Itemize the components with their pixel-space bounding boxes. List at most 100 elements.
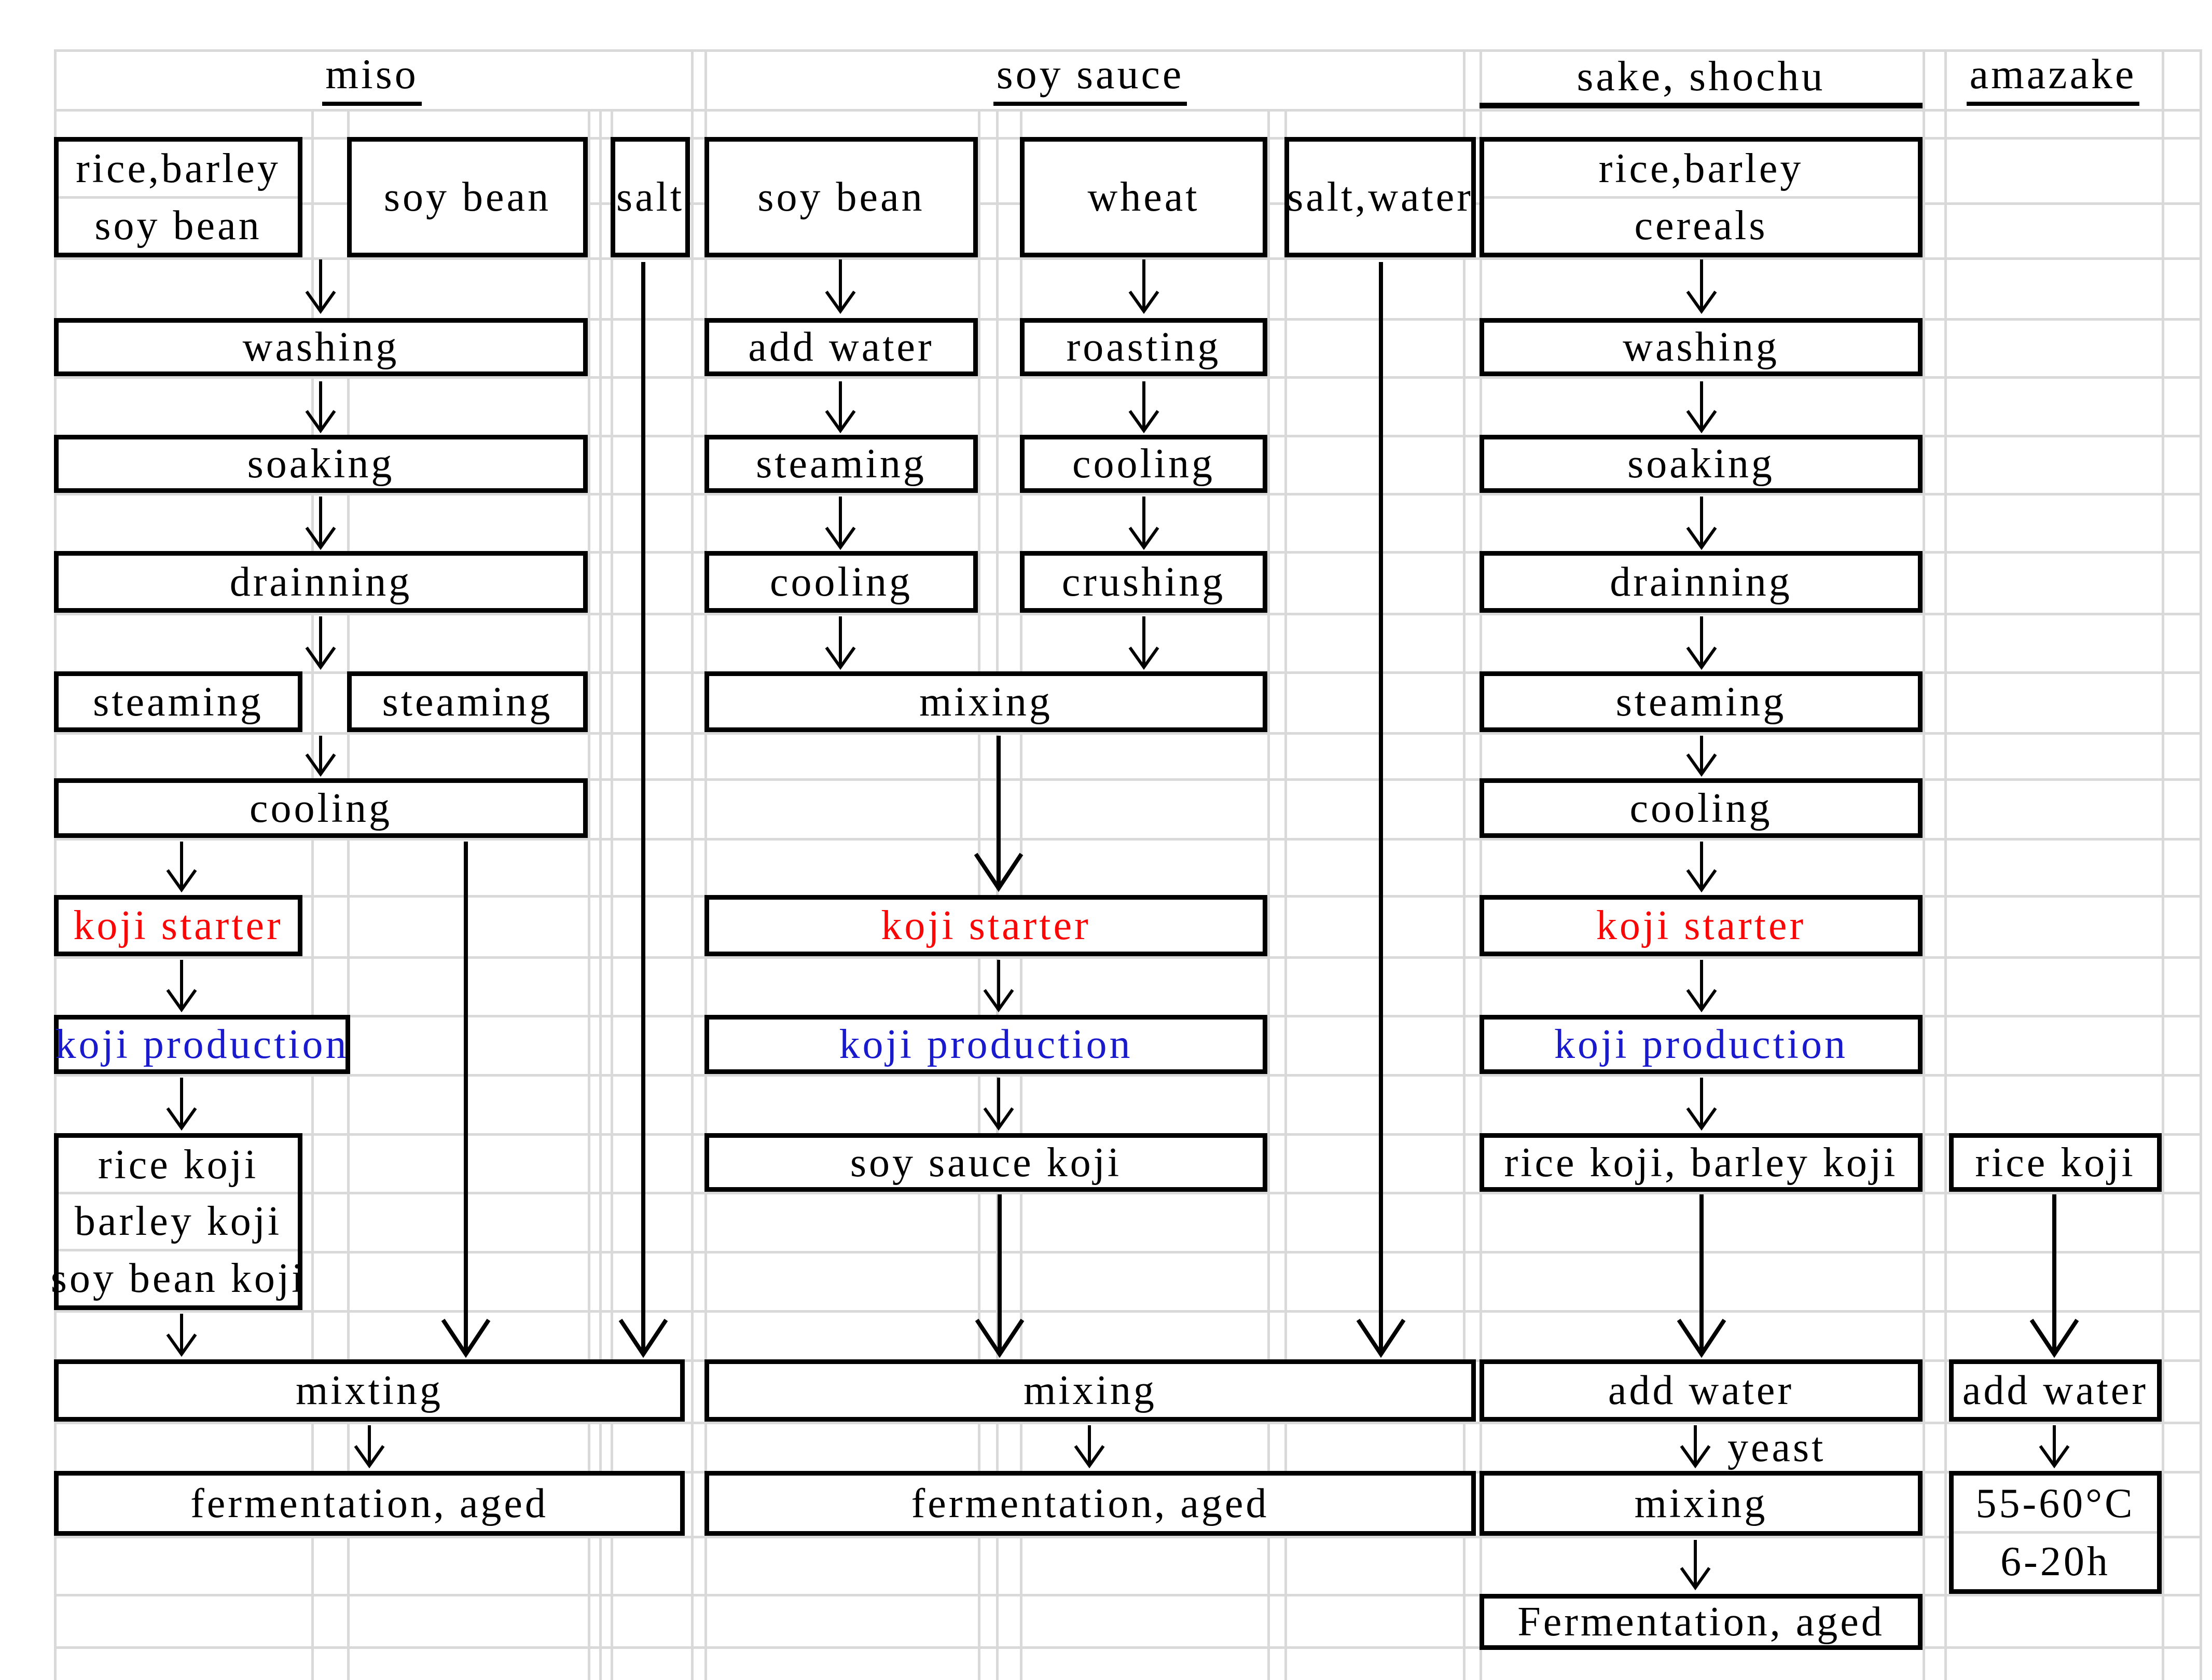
grid-hline [54,778,2200,781]
down-arrow-icon [2039,1425,2070,1469]
miso-koji-products-line3: soy bean koji [51,1248,303,1305]
grid-hline [54,1646,2200,1649]
down-arrow-icon [166,960,197,1013]
soysauce-crushing-box: crushing [1020,551,1267,613]
down-arrow-icon [1686,960,1717,1013]
soysauce-roasting-box: roasting [1020,318,1267,376]
header-sake-shochu: sake, shochu [1480,49,1923,109]
sake-input-line2: cereals [1484,196,1918,253]
miso-input-rice-barley-box: rice,barley soy bean [54,137,302,257]
grid-hline [54,1536,2200,1538]
down-arrow-icon [1686,1078,1717,1131]
soysauce-steaming-box: steaming [704,435,978,493]
sake-yeast-label: yeast [1727,1425,1826,1470]
sake-mixing-box: mixing [1480,1471,1923,1536]
down-arrow-icon [1128,259,1159,314]
down-arrow-icon [825,497,856,550]
grid-hline [54,49,2200,52]
sake-koji-products-box: rice koji, barley koji [1480,1133,1923,1192]
grid-vline [1020,109,1022,1680]
miso-input-soy-bean-box: soy bean [347,137,588,257]
down-arrow-icon [1686,736,1717,777]
miso-steaming-right-box: steaming [347,671,588,732]
down-arrow-icon [1686,497,1717,550]
header-soy-sauce-label: soy sauce [993,52,1187,106]
grid-vline [311,109,314,1680]
amazake-duration-line: 6-20h [1954,1531,2157,1589]
grid-hline [54,257,2200,260]
sake-draining-box: drainning [1480,551,1923,613]
grid-vline [599,109,602,1680]
miso-koji-products-box: rice koji barley koji soy bean koji [51,1133,303,1310]
miso-input-line2: soy bean [59,196,298,253]
down-arrow-icon [1686,381,1717,434]
grid-hline [54,838,2200,841]
down-arrow-icon [1128,616,1159,670]
soysauce-koji-production-box: koji production [704,1015,1267,1074]
down-arrow-icon [983,960,1014,1013]
grid-vline [54,49,57,1680]
grid-hline [54,613,2200,615]
miso-steaming-left-box: steaming [54,671,302,732]
header-miso-label: miso [322,52,422,106]
long-down-arrow-icon [975,1194,1025,1358]
miso-mixing-box: mixting [54,1359,685,1422]
down-arrow-icon [1680,1540,1711,1591]
sake-input-line1: rice,barley [1598,146,1804,192]
miso-koji-products-line1: rice koji [98,1142,259,1188]
grid-hline [54,109,2200,112]
down-arrow-icon [983,1078,1014,1131]
down-arrow-icon [1128,497,1159,550]
miso-washing-box: washing [54,318,588,376]
amazake-saccharification-box: 55-60°C 6-20h [1949,1471,2162,1594]
soysauce-mixing-first-box: mixing [704,671,1267,732]
grid-hline [54,1074,2200,1077]
soysauce-input-salt-water-box: salt,water [1284,137,1476,257]
grid-hline [54,1251,2200,1254]
sake-header-underline-bar [1480,103,1923,108]
grid-vline [1944,49,1947,1680]
grid-hline [54,1594,2200,1596]
miso-input-salt-box: salt [611,137,690,257]
miso-fermentation-box: fermentation, aged [54,1471,685,1536]
grid-vline [978,109,980,1680]
long-down-arrow-icon [441,842,491,1358]
long-down-arrow-icon [2029,1194,2079,1358]
soysauce-koji-starter-box: koji starter [704,895,1267,956]
grid-vline [1267,109,1270,1680]
header-amazake-label: amazake [1966,52,2140,106]
soysauce-cooling-wheat-box: cooling [1020,435,1267,493]
grid-vline [588,109,590,1680]
soysauce-input-wheat-box: wheat [1020,137,1267,257]
soysauce-add-water-box: add water [704,318,978,376]
down-arrow-icon [166,842,197,893]
grid-vline [2162,49,2164,1680]
soysauce-mixing-second-box: mixing [704,1359,1476,1422]
soysauce-koji-box: soy sauce koji [704,1133,1267,1192]
sake-washing-box: washing [1480,318,1923,376]
down-arrow-icon [1686,616,1717,670]
header-miso: miso [54,49,690,109]
sake-soaking-box: soaking [1480,435,1923,493]
miso-cooling-box: cooling [54,778,588,838]
down-arrow-icon [825,259,856,314]
amazake-add-water-box: add water [1949,1359,2162,1422]
grid-vline [2200,49,2202,1680]
sake-fermentation-box: Fermentation, aged [1480,1594,1923,1650]
header-sake-shochu-label: sake, shochu [1577,52,1826,100]
grid-hline [54,956,2200,959]
sake-cooling-box: cooling [1480,778,1923,838]
soysauce-cooling-soy-box: cooling [704,551,978,613]
miso-koji-products-line2: barley koji [59,1192,298,1248]
grid-hline [54,1310,2200,1313]
grid-hline [54,1422,2200,1424]
grid-hline [54,376,2200,379]
soysauce-fermentation-box: fermentation, aged [704,1471,1476,1536]
grid-vline [691,49,694,1680]
grid-vline [1480,49,1482,1680]
miso-koji-production-box: koji production [54,1015,350,1074]
miso-draining-box: drainning [54,551,588,613]
grid-vline [1923,49,1925,1680]
sake-steaming-box: steaming [1480,671,1923,732]
